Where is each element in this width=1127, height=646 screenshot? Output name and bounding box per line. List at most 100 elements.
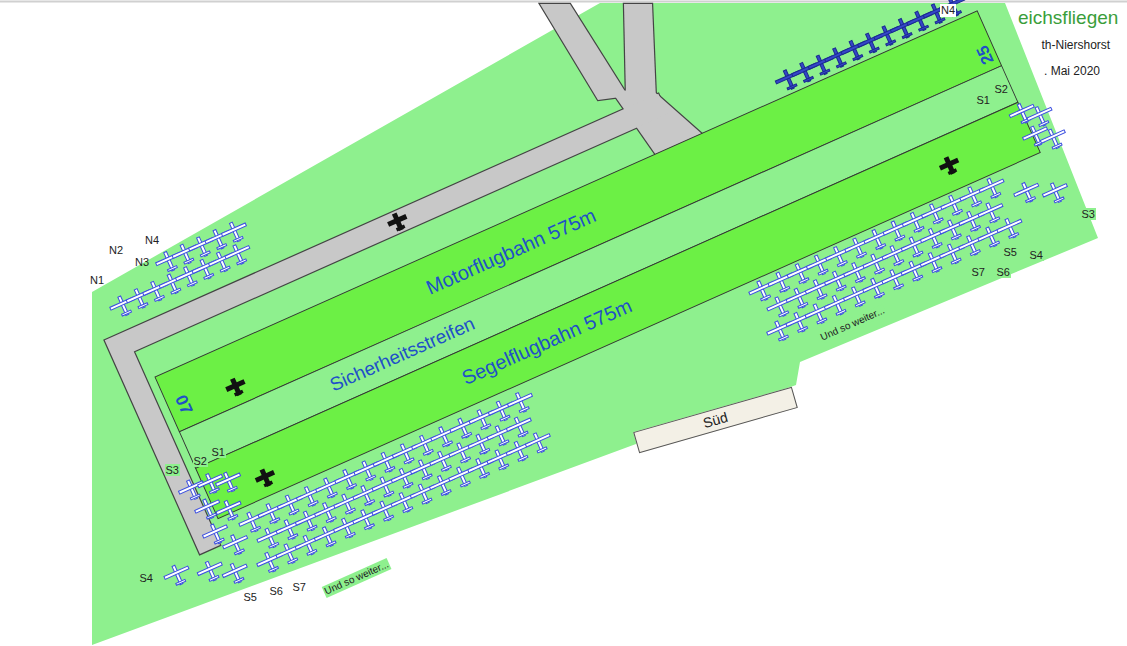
aircraft-icon [994, 214, 1026, 243]
row-label: S5 [244, 591, 257, 604]
aircraft-icon [192, 494, 224, 523]
aircraft-icon [140, 277, 172, 306]
aircraft-icon [773, 65, 805, 94]
continuation-note: Und so weiter... [321, 558, 390, 597]
row-label: S1 [976, 94, 991, 107]
aircraft-icon [220, 530, 252, 559]
aircraft-icon [880, 241, 912, 270]
aircraft-icon [977, 174, 1009, 203]
aircraft-icon [841, 258, 873, 287]
aircraft-icon [879, 265, 911, 294]
aircraft-icon [918, 224, 950, 253]
area-name: Süd [701, 409, 729, 431]
aircraft-silhouette [223, 375, 249, 400]
aircraft-icon [888, 14, 920, 43]
aircraft-icon [369, 496, 401, 525]
row-label: S2 [193, 455, 208, 468]
aircraft-icon [485, 421, 517, 450]
glider-runway [196, 102, 1041, 518]
aircraft-icon [352, 456, 384, 485]
event-place: th-Niershorst [1042, 39, 1111, 53]
aircraft-icon [214, 496, 246, 525]
aircraft-icon [331, 514, 363, 543]
aircraft-icon [390, 439, 422, 468]
aircraft-icon [1038, 124, 1070, 153]
aircraft-icon [467, 405, 499, 434]
aircraft-icon [784, 284, 816, 313]
row-label: N2 [109, 244, 123, 257]
aircraft-icon [350, 505, 382, 534]
aircraft-icon [1020, 121, 1052, 150]
aircraft-icon [861, 225, 893, 254]
row-label: N4 [145, 234, 159, 247]
event-date: . Mai 2020 [1044, 65, 1100, 79]
aircraft-icon [823, 242, 855, 271]
aircraft-icon [195, 557, 227, 586]
aircraft-icon [956, 207, 988, 236]
aircraft-icon [822, 43, 854, 72]
aircraft-icon [975, 198, 1007, 227]
aircraft-icon [1040, 178, 1072, 207]
aircraft-icon [153, 247, 185, 276]
aircraft-icon [904, 7, 936, 36]
aircraft-icon [855, 28, 887, 57]
aircraft-icon [293, 506, 325, 535]
aircraft-icon [899, 232, 931, 261]
aircraft-icon [957, 182, 989, 211]
aircraft-icon [256, 499, 288, 528]
aircraft-icon [900, 208, 932, 237]
aircraft-icon [446, 438, 478, 467]
aircraft-icon [783, 308, 815, 337]
aircraft-icon [274, 515, 306, 544]
aircraft-icon [1011, 178, 1043, 207]
aircraft-icon [919, 199, 951, 228]
aircraft-icon [186, 232, 218, 261]
aircraft-icon [785, 259, 817, 288]
row-label: S3 [1081, 208, 1096, 221]
aircraft-icon [350, 481, 382, 510]
aircraft-icon [839, 36, 871, 65]
row-label: N4 [940, 4, 956, 17]
aircraft-icon [872, 21, 904, 50]
aircraft-silhouette [385, 210, 411, 235]
aircraft-icon [313, 473, 345, 502]
aircraft-icon [842, 233, 874, 262]
aircraft-icon [1025, 102, 1057, 131]
row-label: N3 [135, 256, 149, 269]
aircraft-icon [789, 58, 821, 87]
aircraft-icon [213, 468, 245, 497]
row-label: S5 [1003, 246, 1018, 259]
aircraft-icon [447, 414, 479, 443]
aircraft-icon [408, 455, 440, 484]
aircraft-icon [860, 274, 892, 303]
aircraft-icon [409, 431, 441, 460]
aircraft-icon [294, 482, 326, 511]
aircraft-icon [427, 447, 459, 476]
aircraft-icon [312, 522, 344, 551]
aircraft-icon [822, 266, 854, 295]
aircraft-icon [427, 471, 459, 500]
aircraft-icon [881, 216, 913, 245]
aircraft-icon [860, 249, 892, 278]
row-label: S1 [211, 446, 226, 459]
aircraft-icon [408, 479, 440, 508]
aircraft-icon [841, 282, 873, 311]
aircraft-icon [162, 561, 194, 590]
runway-frame [44, 0, 1098, 613]
aircraft-icon [937, 0, 969, 21]
aircraft-icon [255, 524, 287, 553]
aircraft-icon [523, 428, 555, 457]
aircraft-icon [254, 548, 286, 577]
aircraft-silhouette [253, 465, 279, 490]
aircraft-icon [173, 262, 205, 291]
aircraft-icon [222, 240, 254, 269]
row-label: S3 [165, 464, 180, 477]
row-label: S7 [971, 266, 986, 279]
safety-strip [179, 66, 1017, 469]
event-title: eichsfliegen [1018, 7, 1118, 29]
aircraft-icon [504, 437, 536, 466]
aircraft-icon [275, 490, 307, 519]
aircraft-icon [371, 448, 403, 477]
aircraft-icon [937, 215, 969, 244]
aircraft-icon [170, 239, 202, 268]
